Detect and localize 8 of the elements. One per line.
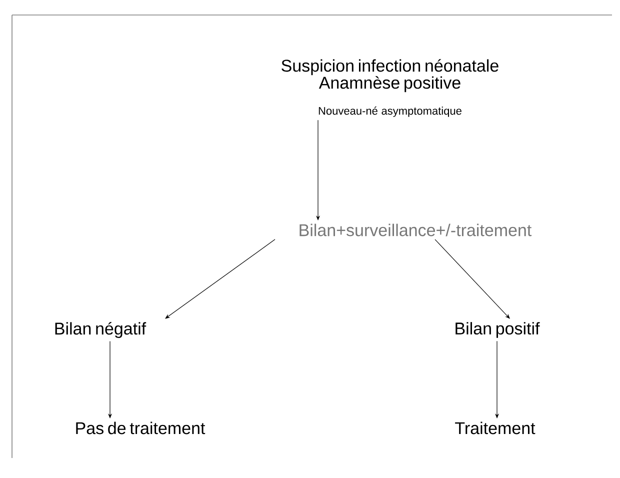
- arrow: [434, 239, 510, 319]
- flow-text: Traitement: [455, 422, 536, 434]
- flow-text: Bilan+surveillance+/-traitement: [300, 224, 532, 236]
- arrow: [165, 239, 276, 319]
- flow-text: Suspicion infection néonatale Anamnèse positive Nouveau-né asymptomatique: [282, 59, 498, 117]
- flow-text: Bilan négatif: [55, 322, 146, 338]
- flow-text: Bilan positif: [456, 322, 540, 338]
- flow-text: Pas de traitement: [76, 422, 206, 434]
